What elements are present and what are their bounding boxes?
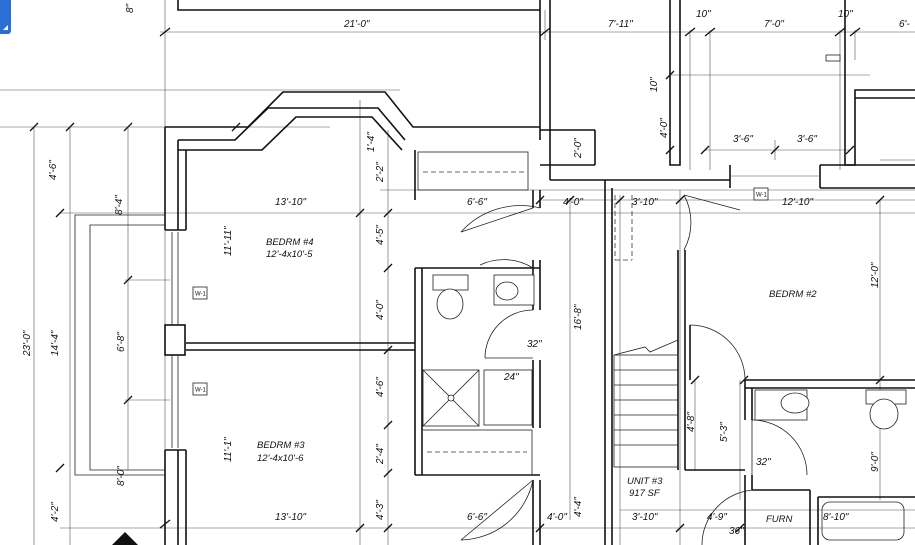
bath-fixtures xyxy=(422,54,907,430)
dim-closet-6-6-b: 6'-6" xyxy=(467,512,487,523)
dim-bedrm2-12-10: 12'-10" xyxy=(782,197,813,208)
dim-mid-2-4: 2'-4" xyxy=(375,444,386,465)
window-tags: W-1 W-1 W-1 xyxy=(192,187,769,396)
dim-top-7-0: 7'-0" xyxy=(764,19,784,30)
room-label-bedrm4: BEDRM #4 xyxy=(266,237,314,248)
dim-top-6: 6'- xyxy=(899,19,910,30)
dim-top-21-0: 21'-0" xyxy=(343,19,370,30)
dim-bot-3-10: 3'-10" xyxy=(632,512,658,523)
dim-bath-32: 32" xyxy=(527,339,542,350)
dim-hall-4-0: 4'-0" xyxy=(563,197,583,208)
dim-mid-4-5: 4'-5" xyxy=(375,225,386,245)
dim-mid-1-4: 1'-4" xyxy=(366,132,377,152)
dim-bath-16-8: 16'-8" xyxy=(573,304,584,330)
dim-left-8-0: 8'-0" xyxy=(116,466,127,486)
dim-right-3-6-a: 3'-6" xyxy=(733,134,753,145)
dim-bot-4-4: 4'-4" xyxy=(573,497,584,517)
dim-closet-6-6-a: 6'-6" xyxy=(467,197,487,208)
room-label-furn: FURN xyxy=(766,514,793,525)
unit-area-label: 917 SF xyxy=(629,488,661,499)
toilet-tank xyxy=(432,274,469,291)
dim-mid-4-0: 4'-0" xyxy=(375,300,386,320)
dim-mid-2-2: 2'-2" xyxy=(375,162,386,183)
sink-2 xyxy=(780,392,810,414)
dim-bath2-32: 32" xyxy=(756,457,771,468)
dim-right-3-6-b: 3'-6" xyxy=(797,134,817,145)
dim-hall-3-10: 3'-10" xyxy=(632,197,658,208)
dim-left-14-4: 14'-4" xyxy=(50,330,61,356)
window-tag-w1-a: W-1 xyxy=(195,292,207,298)
panel-toggle-tab[interactable] xyxy=(0,0,11,34)
stairs xyxy=(613,339,679,468)
dim-right-10: 10" xyxy=(649,77,660,92)
dimension-labels: 8" 21'-0" 7'-11" 10" 7'-0" 10" 6'- 10" 4… xyxy=(22,3,910,537)
sink xyxy=(495,281,519,301)
dim-bedrm3-13-10: 13'-10" xyxy=(275,512,306,523)
dim-top-10-b: 10" xyxy=(838,9,853,20)
dim-bot-8-10: 8'-10" xyxy=(823,512,849,523)
dim-bedrm3-11-1: 11'-1" xyxy=(223,437,234,462)
walls xyxy=(74,0,915,545)
window-tag-w1-b: W-1 xyxy=(195,388,207,394)
room-label-bedrm3: BEDRM #3 xyxy=(257,440,305,451)
dim-left-6-8: 6'-8" xyxy=(116,332,127,352)
dim-left-4-2: 4'-2" xyxy=(50,502,61,522)
dim-mid-4-6: 4'-6" xyxy=(375,377,386,397)
dim-bath-24: 24" xyxy=(503,372,519,383)
dim-stair-5-3: 5'-3" xyxy=(719,422,730,442)
dim-bedrm2-12-0: 12'-0" xyxy=(870,262,881,288)
room-label-bedrm2: BEDRM #2 xyxy=(769,289,817,300)
toilet-bowl xyxy=(436,288,464,320)
north-arrow-icon xyxy=(112,532,138,545)
dim-top-8: 8" xyxy=(125,3,136,13)
room-size-bedrm3: 12'-4x10'-6 xyxy=(257,453,304,464)
room-size-bedrm4: 12'-4x10'-5 xyxy=(266,249,313,260)
dim-left-4-6: 4'-6" xyxy=(48,160,59,180)
dim-stair-4-8: 4'-8" xyxy=(686,412,697,432)
dim-bedrm4-13-10: 13'-10" xyxy=(275,197,306,208)
dim-bedrm4-11-11: 11'-11" xyxy=(223,226,234,256)
doors xyxy=(460,194,808,545)
dim-left-8-4: 8'-4" xyxy=(114,195,125,215)
dim-top-7-11: 7'-11" xyxy=(608,19,633,30)
dim-top-10-a: 10" xyxy=(696,9,711,20)
dim-bot-36: 36" xyxy=(729,526,744,537)
dim-bot-4-0: 4'-0" xyxy=(547,512,567,523)
dim-bot-4-9: 4'-9" xyxy=(707,512,727,523)
toilet-bowl-2 xyxy=(869,398,899,430)
dim-right-2-0: 2'-0" xyxy=(573,138,584,159)
window-tag-w1-c: W-1 xyxy=(756,193,768,199)
room-labels: BEDRM #4 12'-4x10'-5 BEDRM #3 12'-4x10'-… xyxy=(257,237,817,525)
unit-label: UNIT #3 xyxy=(627,476,663,487)
dim-bath2-9-0: 9'-0" xyxy=(870,452,881,472)
dim-right-4-0: 4'-0" xyxy=(659,118,670,138)
meter-mark xyxy=(825,54,841,62)
dim-mid-4-3: 4'-3" xyxy=(375,500,386,520)
dim-left-23-0: 23'-0" xyxy=(22,330,33,357)
